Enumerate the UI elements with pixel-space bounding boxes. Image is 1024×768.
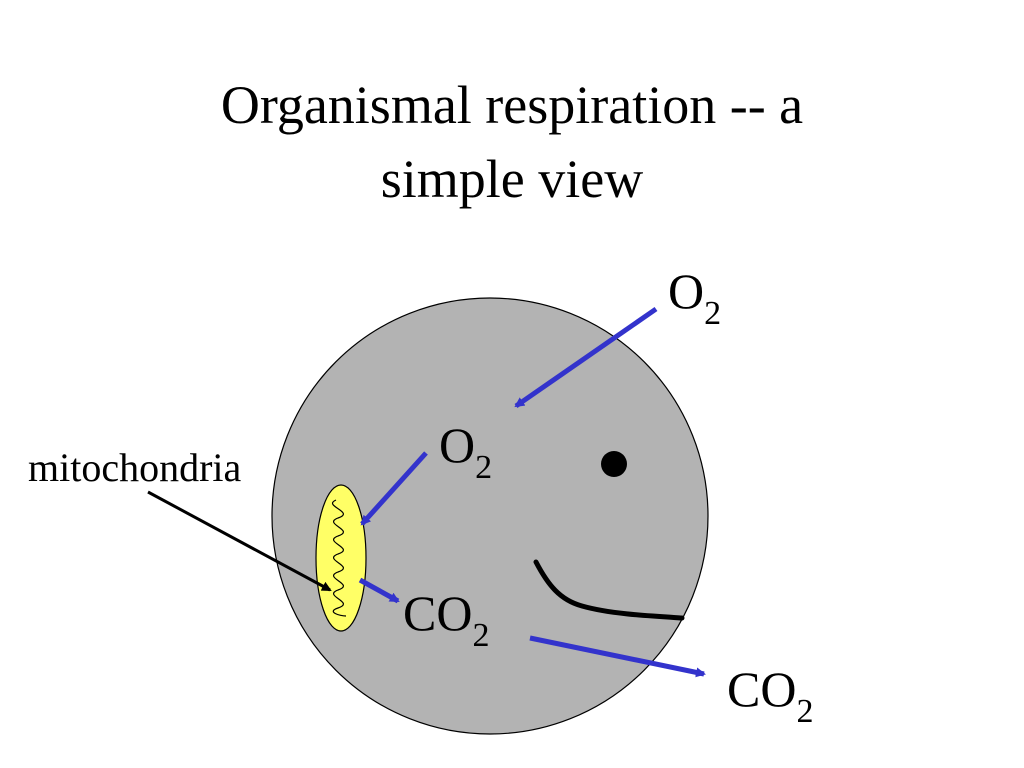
o2-inside-subscript: 2: [475, 449, 493, 486]
o2-inside-label: O2: [439, 417, 492, 485]
mitochondrion: [315, 484, 367, 632]
o2-outside-subscript: 2: [704, 295, 722, 332]
co2-outside-base: CO: [727, 661, 797, 717]
co2-inside-label: CO2: [403, 585, 489, 653]
co2-outside-label: CO2: [727, 661, 813, 729]
o2-outside-base: O: [668, 263, 705, 319]
title-line-2: simple view: [380, 149, 644, 209]
co2-outside-subscript: 2: [796, 693, 814, 730]
mitochondria-pointer-arrow: [147, 490, 332, 592]
co2-inside-base: CO: [403, 585, 473, 641]
arrow-mitochondrion-to-co2: [358, 577, 400, 604]
o2-outside-label: O2: [668, 263, 721, 331]
co2-inside-subscript: 2: [472, 617, 490, 654]
nucleus-dot: [601, 451, 627, 477]
slide-title: Organismal respiration -- a simple view: [0, 68, 1024, 216]
arrow-co2-out-of-cell: [529, 635, 706, 678]
smile-curve: [533, 559, 685, 621]
mitochondrion-cristae: [332, 499, 347, 617]
mitochondria-label: mitochondria: [28, 445, 242, 490]
cell-circle: [271, 297, 709, 735]
arrow-o2-to-mitochondrion: [360, 451, 428, 526]
title-line-1: Organismal respiration -- a: [220, 75, 804, 135]
o2-inside-base: O: [439, 417, 476, 473]
arrow-o2-into-cell: [514, 306, 658, 409]
